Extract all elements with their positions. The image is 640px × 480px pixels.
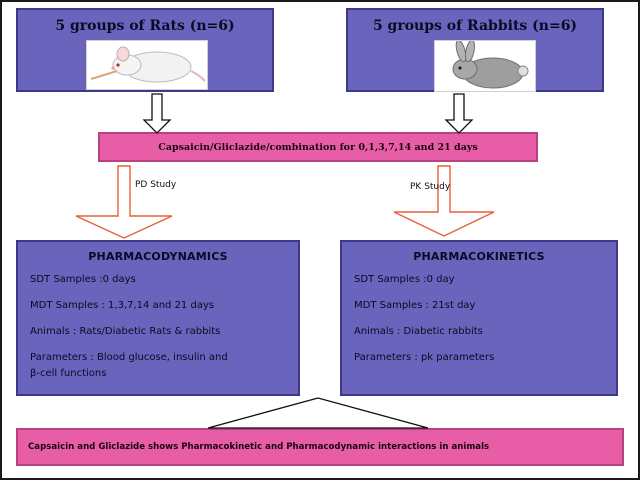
pk-mdt-samples: MDT Samples : 21st day bbox=[354, 300, 476, 311]
rabbits-down-arrow bbox=[444, 93, 474, 134]
rats-group-title: 5 groups of Rats (n=6) bbox=[55, 18, 235, 34]
pharmacodynamics-box: PHARMACODYNAMICS SDT Samples :0 days MDT… bbox=[16, 240, 300, 396]
pd-study-label: PD Study bbox=[135, 180, 177, 190]
pharmacokinetics-title: PHARMACOKINETICS bbox=[413, 250, 545, 263]
pd-study-arrow bbox=[75, 165, 173, 239]
pk-parameters: Parameters : pk parameters bbox=[354, 352, 495, 363]
conclusion-text: Capsaicin and Gliclazide shows Pharmacok… bbox=[28, 442, 490, 452]
pd-mdt-samples: MDT Samples : 1,3,7,14 and 21 days bbox=[30, 300, 215, 311]
conclusion-box: Capsaicin and Gliclazide shows Pharmacok… bbox=[16, 428, 624, 466]
pd-animals: Animals : Rats/Diabetic Rats & rabbits bbox=[30, 326, 221, 337]
pd-parameters-cont: β-cell functions bbox=[30, 368, 107, 379]
rats-group-box: 5 groups of Rats (n=6) bbox=[16, 8, 274, 92]
rabbit-image bbox=[434, 39, 536, 92]
rat-image bbox=[86, 40, 208, 90]
pk-study-label: PK Study bbox=[410, 182, 451, 192]
rabbits-group-box: 5 groups of Rabbits (n=6) bbox=[346, 8, 604, 92]
pd-sdt-samples: SDT Samples :0 days bbox=[30, 274, 136, 285]
pk-sdt-samples: SDT Samples :0 day bbox=[354, 274, 455, 285]
pharmacodynamics-title: PHARMACODYNAMICS bbox=[88, 250, 228, 263]
convergence-triangle bbox=[207, 397, 429, 429]
treatment-box: Capsaicin/Gliclazide/combination for 0,1… bbox=[98, 132, 538, 162]
pk-animals: Animals : Diabetic rabbits bbox=[354, 326, 483, 337]
pharmacokinetics-box: PHARMACOKINETICS SDT Samples :0 day MDT … bbox=[340, 240, 618, 396]
rats-down-arrow bbox=[142, 93, 172, 134]
pd-parameters: Parameters : Blood glucose, insulin and bbox=[30, 352, 228, 363]
treatment-text: Capsaicin/Gliclazide/combination for 0,1… bbox=[158, 141, 478, 153]
rabbits-group-title: 5 groups of Rabbits (n=6) bbox=[372, 18, 578, 34]
pk-study-arrow bbox=[393, 165, 495, 237]
